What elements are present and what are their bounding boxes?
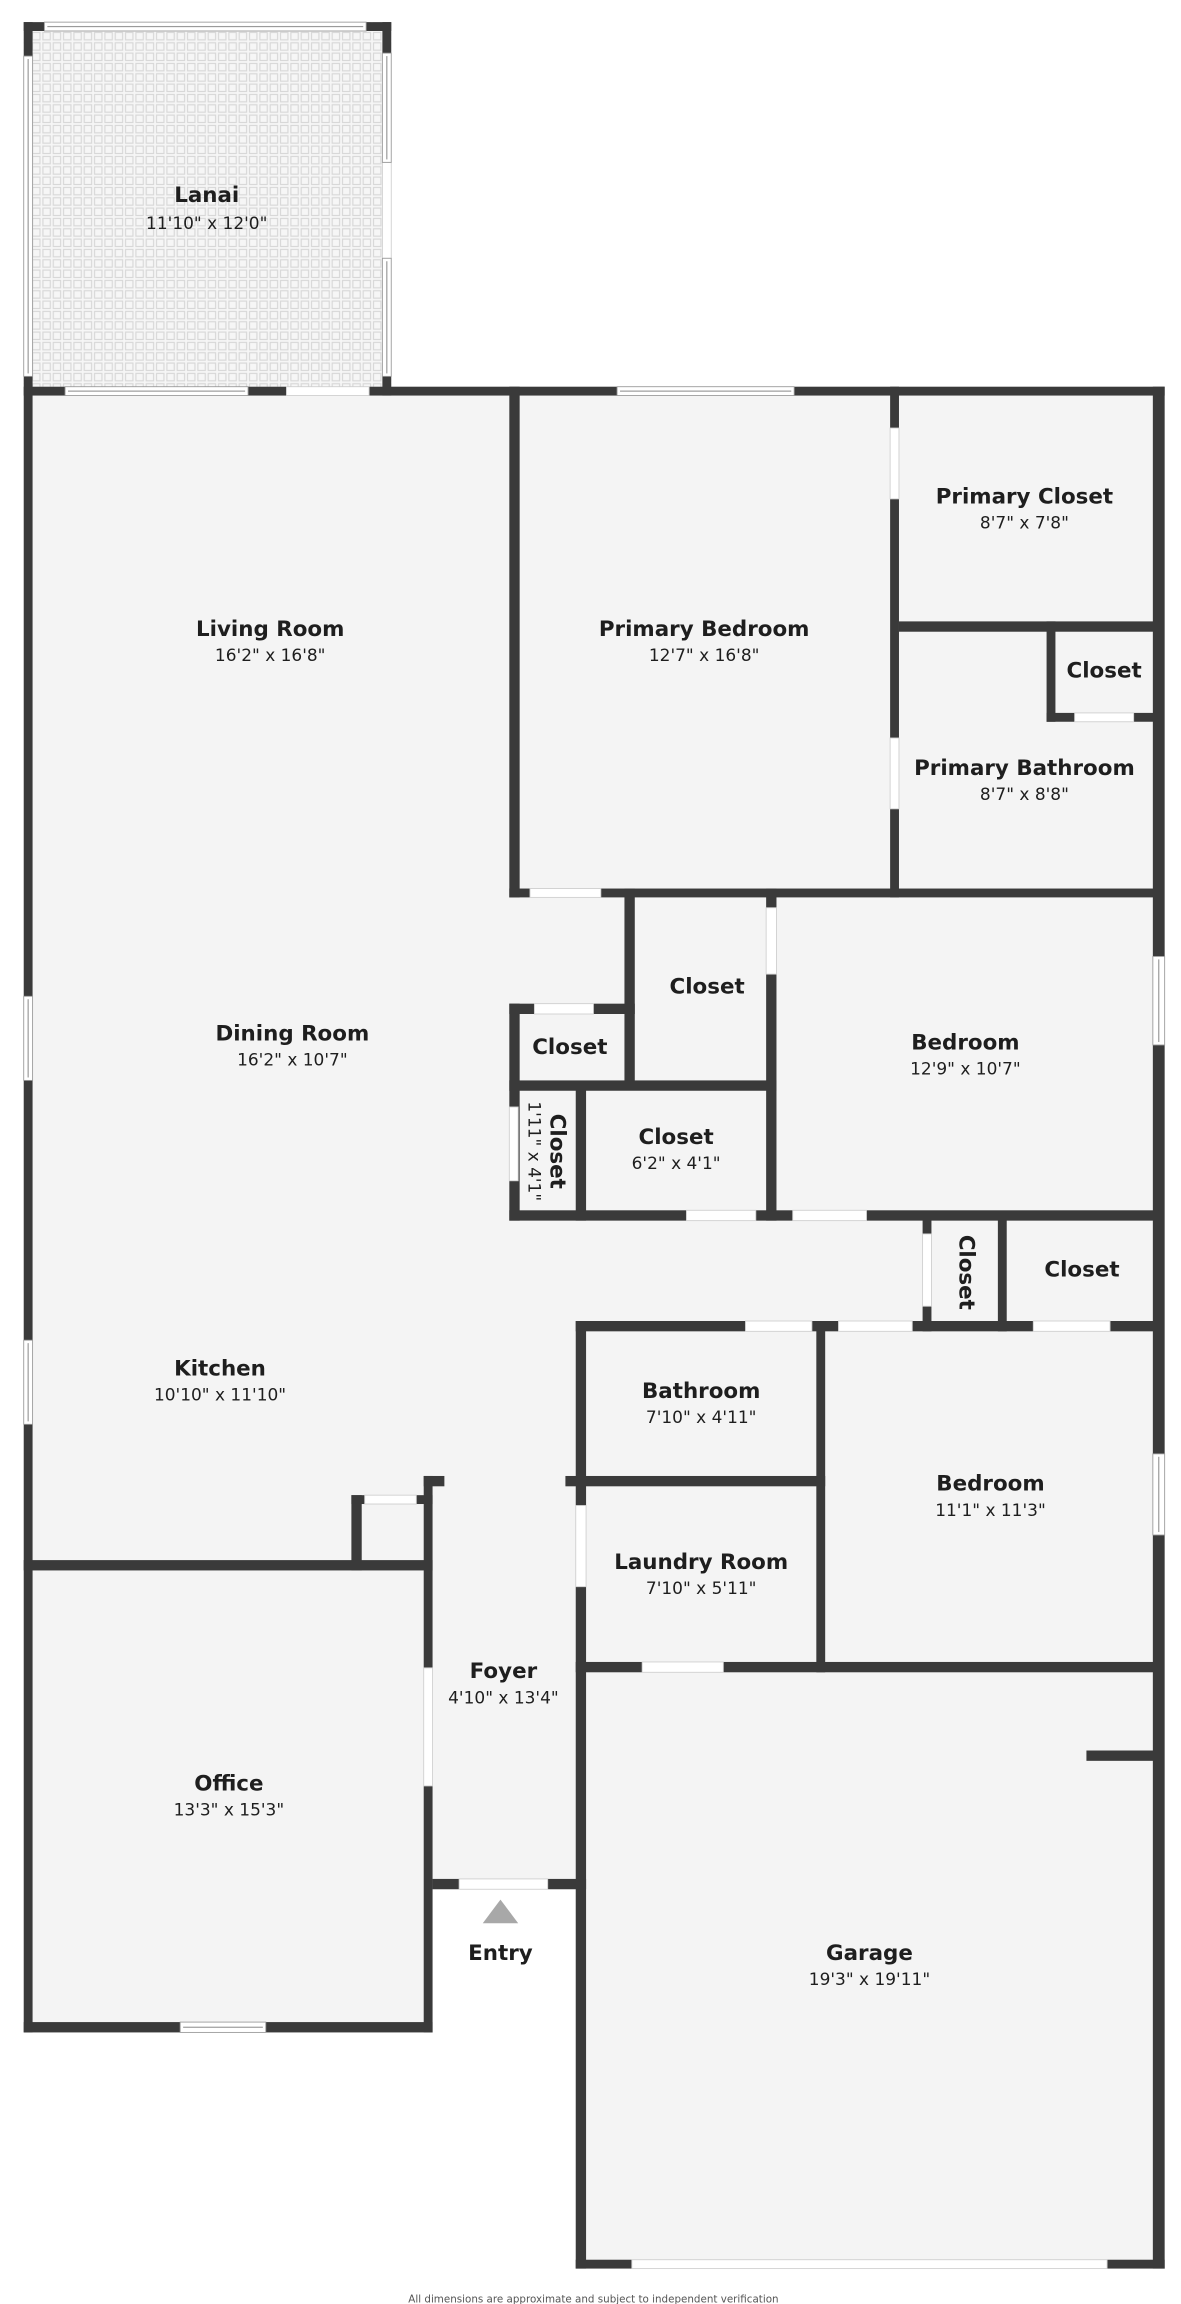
door-opening [381, 161, 392, 259]
door-opening [889, 737, 900, 810]
entry-label: Entry [468, 1941, 533, 1966]
room-name: Garage [826, 1941, 913, 1966]
window-pane [1158, 959, 1160, 1043]
room-name: Closet [532, 1035, 607, 1060]
window-pane [1158, 1456, 1160, 1533]
floor-areas [23, 22, 1165, 2269]
door-opening [745, 1320, 813, 1332]
window-pane [27, 59, 29, 374]
room-name: Dining Room [215, 1022, 369, 1047]
wall [898, 621, 1159, 632]
door-opening [838, 1320, 913, 1332]
wall [1086, 1750, 1159, 1761]
room-name: Living Room [196, 617, 344, 642]
room-name: Office [194, 1771, 263, 1796]
wall [509, 386, 520, 898]
wall [890, 386, 899, 898]
wall [575, 1084, 587, 1221]
room-labels: Lanai 11'10" x 12'0" Living Room 16'2" x… [146, 183, 1142, 1990]
room-dims: 10'10" x 11'10" [154, 1386, 286, 1406]
room-name: Bedroom [911, 1030, 1019, 1055]
door-opening [286, 386, 370, 397]
window-pane [386, 261, 388, 374]
door-opening [922, 1233, 932, 1307]
room-name: Laundry Room [614, 1550, 788, 1575]
room-dims: 8'7" x 7'8" [980, 513, 1069, 533]
door-opening [1032, 1320, 1111, 1332]
door-opening [533, 1003, 594, 1015]
door-opening [575, 1505, 587, 1588]
room-dims: 7'10" x 4'11" [646, 1408, 757, 1428]
wall [624, 888, 635, 1085]
main-floor [23, 386, 1165, 2033]
room-dims: 4'10" x 13'4" [448, 1688, 559, 1708]
wall [565, 1475, 826, 1487]
lanai-floor [23, 22, 392, 392]
wall [997, 1219, 1007, 1332]
room-name: Closet [639, 1125, 714, 1150]
room-dims: 12'9" x 10'7" [910, 1060, 1021, 1080]
room-dims: 19'3" x 19'11" [809, 1970, 930, 1990]
wall [816, 1320, 826, 1673]
wall [23, 386, 1165, 396]
window-pane [183, 2026, 263, 2028]
room-dims: 6'2" x 4'1" [632, 1154, 721, 1174]
room-name: Closet [953, 1235, 978, 1310]
window-pane [27, 999, 29, 1078]
room-name: Closet [1067, 658, 1142, 683]
room-dims: 13'3" x 15'3" [174, 1800, 285, 1820]
wall [766, 888, 777, 1221]
room-dims: 12'7" x 16'8" [649, 646, 760, 666]
room-name: Closet [670, 974, 745, 999]
room-dims: 11'10" x 12'0" [146, 214, 267, 234]
room-name: Closet [545, 1114, 570, 1189]
window-pane [620, 390, 792, 392]
door-opening [765, 907, 777, 975]
footer-disclaimer: All dimensions are approximate and subje… [408, 2294, 778, 2304]
window-pane [27, 1343, 29, 1422]
room-name: Foyer [470, 1659, 538, 1684]
door-opening [423, 1667, 434, 1787]
entry-arrow-icon [482, 1899, 519, 1924]
room-name: Primary Closet [936, 484, 1113, 509]
door-opening [1074, 712, 1135, 723]
garage-floor [575, 2022, 1165, 2269]
window-pane [47, 25, 364, 28]
door-opening [685, 1209, 757, 1222]
door-opening [508, 1106, 519, 1182]
room-name: Bedroom [936, 1472, 1044, 1497]
room-dims: 16'2" x 16'8" [215, 646, 326, 666]
room-name: Bathroom [642, 1379, 760, 1404]
room-dims: 8'7" x 8'8" [980, 785, 1069, 805]
door-opening [641, 1661, 724, 1673]
door-opening [529, 888, 602, 898]
door-opening [631, 2259, 1108, 2270]
room-name: Primary Bedroom [599, 617, 810, 642]
door-opening [458, 1878, 549, 1890]
openings [23, 21, 1166, 2270]
room-dims: 16'2" x 10'7" [237, 1051, 348, 1071]
wall [509, 888, 1159, 898]
room-dims: 11'1" x 11'3" [935, 1501, 1046, 1521]
window-pane [386, 56, 388, 160]
wall [1046, 621, 1056, 722]
room-dims: 7'10" x 5'11" [646, 1579, 757, 1599]
wall [423, 1475, 445, 1487]
wall [509, 1080, 777, 1091]
door-opening [364, 1494, 417, 1505]
wall [575, 1661, 1159, 1673]
wall [351, 1495, 362, 1571]
room-name: Primary Bathroom [914, 756, 1135, 781]
room-name: Lanai [174, 183, 239, 208]
window-pane [68, 390, 246, 392]
door-opening [889, 427, 900, 500]
room-dims: 1'11" x 4'1" [524, 1101, 544, 1201]
door-opening [792, 1209, 867, 1222]
wall [575, 1320, 587, 2269]
wall [23, 1560, 433, 1571]
room-name: Kitchen [174, 1357, 266, 1382]
room-name: Closet [1044, 1258, 1119, 1283]
